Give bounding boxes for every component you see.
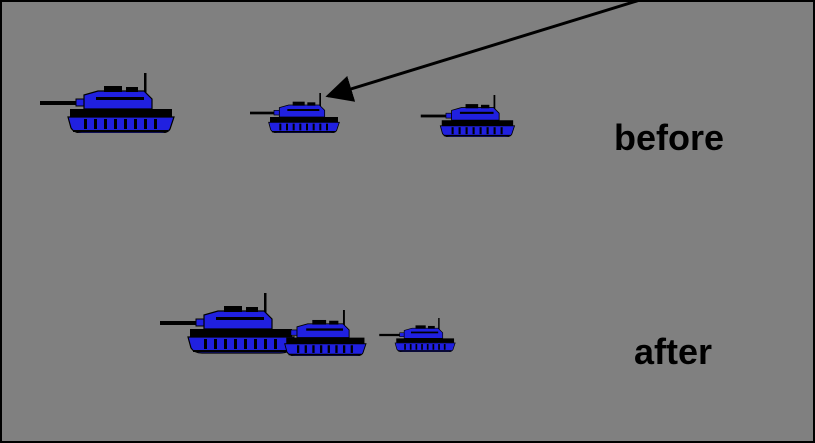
before-group: before [40, 73, 724, 158]
after-label: after [634, 331, 712, 372]
after-group: after [160, 292, 712, 372]
before-label: before [614, 117, 724, 158]
arrow-icon [325, 0, 641, 102]
